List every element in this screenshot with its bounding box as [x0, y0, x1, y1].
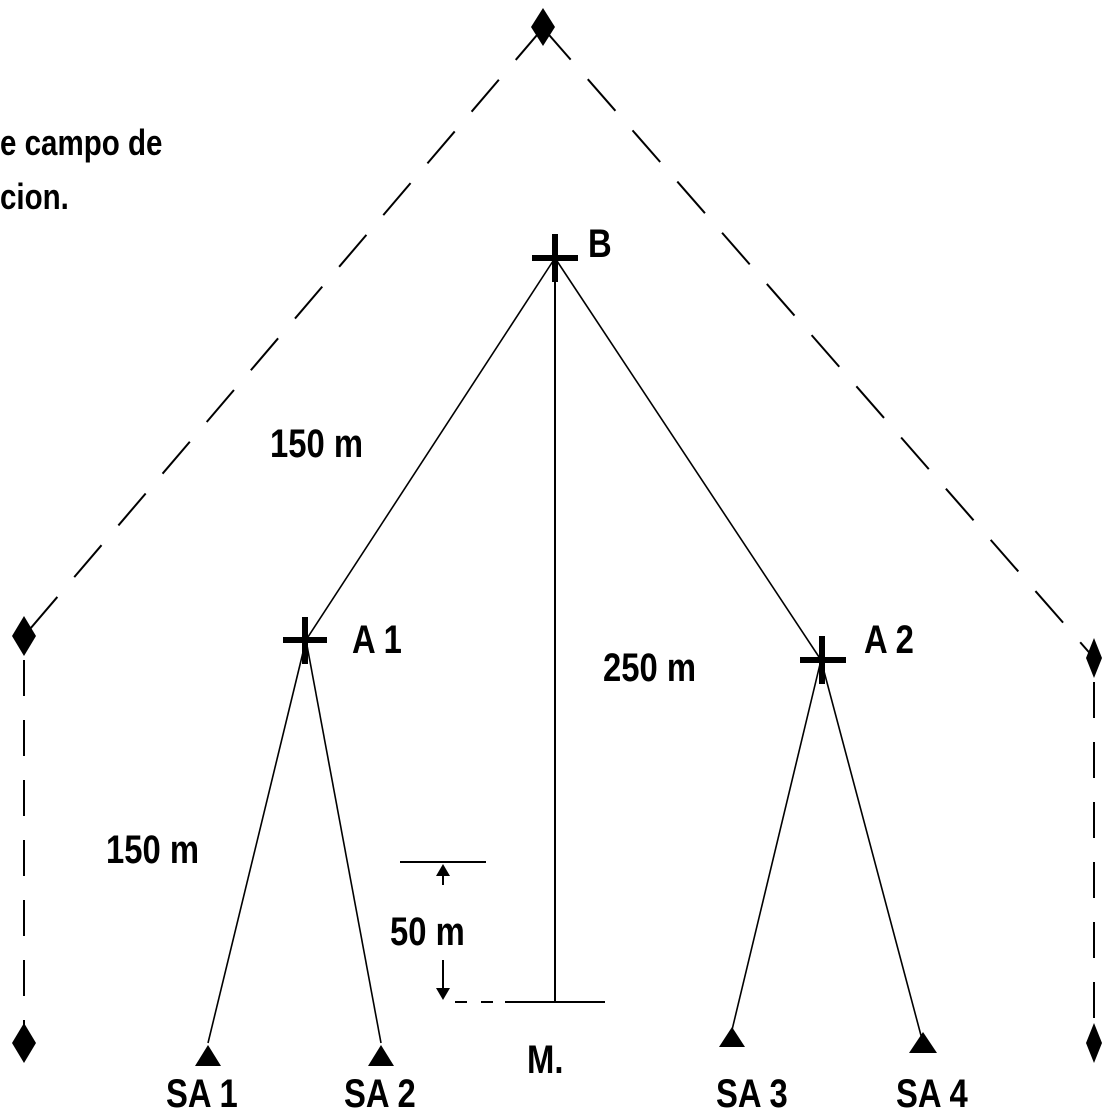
corner-right-diamond-icon	[1086, 638, 1102, 678]
link-b-a2	[554, 257, 822, 661]
subsample-label-sa1: SA 1	[166, 1072, 238, 1116]
subsample-label-sa4: SA 4	[896, 1072, 968, 1116]
station-b-cross-icon	[532, 234, 578, 282]
node-label-a1: A 1	[352, 618, 402, 662]
station-a1-cross-icon	[283, 617, 327, 664]
sa3-triangle-icon	[719, 1027, 745, 1047]
corner-top-diamond-icon	[531, 8, 555, 46]
corner-markers	[12, 8, 1102, 1063]
link-a2-sa3	[731, 659, 822, 1031]
station-a2-cross-icon	[800, 636, 846, 684]
sampling-network	[207, 257, 924, 1044]
sa1-triangle-icon	[195, 1045, 221, 1066]
distance-label-a1-sa: 150 m	[106, 828, 200, 872]
node-label-a2: A 2	[864, 618, 914, 662]
node-label-b: B	[588, 222, 612, 266]
arrow-up-icon	[436, 864, 450, 876]
sa2-triangle-icon	[368, 1045, 394, 1066]
sa4-triangle-icon	[909, 1032, 937, 1053]
subsample-label-sa2: SA 2	[344, 1072, 416, 1116]
distance-label-m-offset: 50 m	[390, 910, 465, 954]
note-line-1: e campo de	[0, 122, 163, 163]
note-text: e campo de cion.	[0, 116, 162, 224]
corner-bottom-left-diamond-icon	[12, 1023, 36, 1063]
subsample-label-sa3: SA 3	[716, 1072, 788, 1116]
corner-bottom-right-diamond-icon	[1086, 1023, 1102, 1063]
cross-markers	[283, 234, 846, 684]
subsample-markers	[195, 1027, 937, 1066]
arrow-down-icon	[436, 988, 450, 1000]
distance-label-b-m: 250 m	[603, 646, 697, 690]
link-a2-sa4	[820, 659, 924, 1044]
distance-label-b-a1: 150 m	[270, 422, 364, 466]
node-label-m: M.	[527, 1038, 564, 1082]
note-line-2: cion.	[0, 176, 69, 217]
field-boundary	[23, 27, 1095, 1040]
boundary-right-slope	[542, 27, 1095, 659]
corner-left-diamond-icon	[12, 616, 36, 656]
link-b-a1	[305, 257, 556, 641]
link-a1-sa1	[207, 639, 307, 1044]
link-a1-sa2	[305, 639, 382, 1044]
